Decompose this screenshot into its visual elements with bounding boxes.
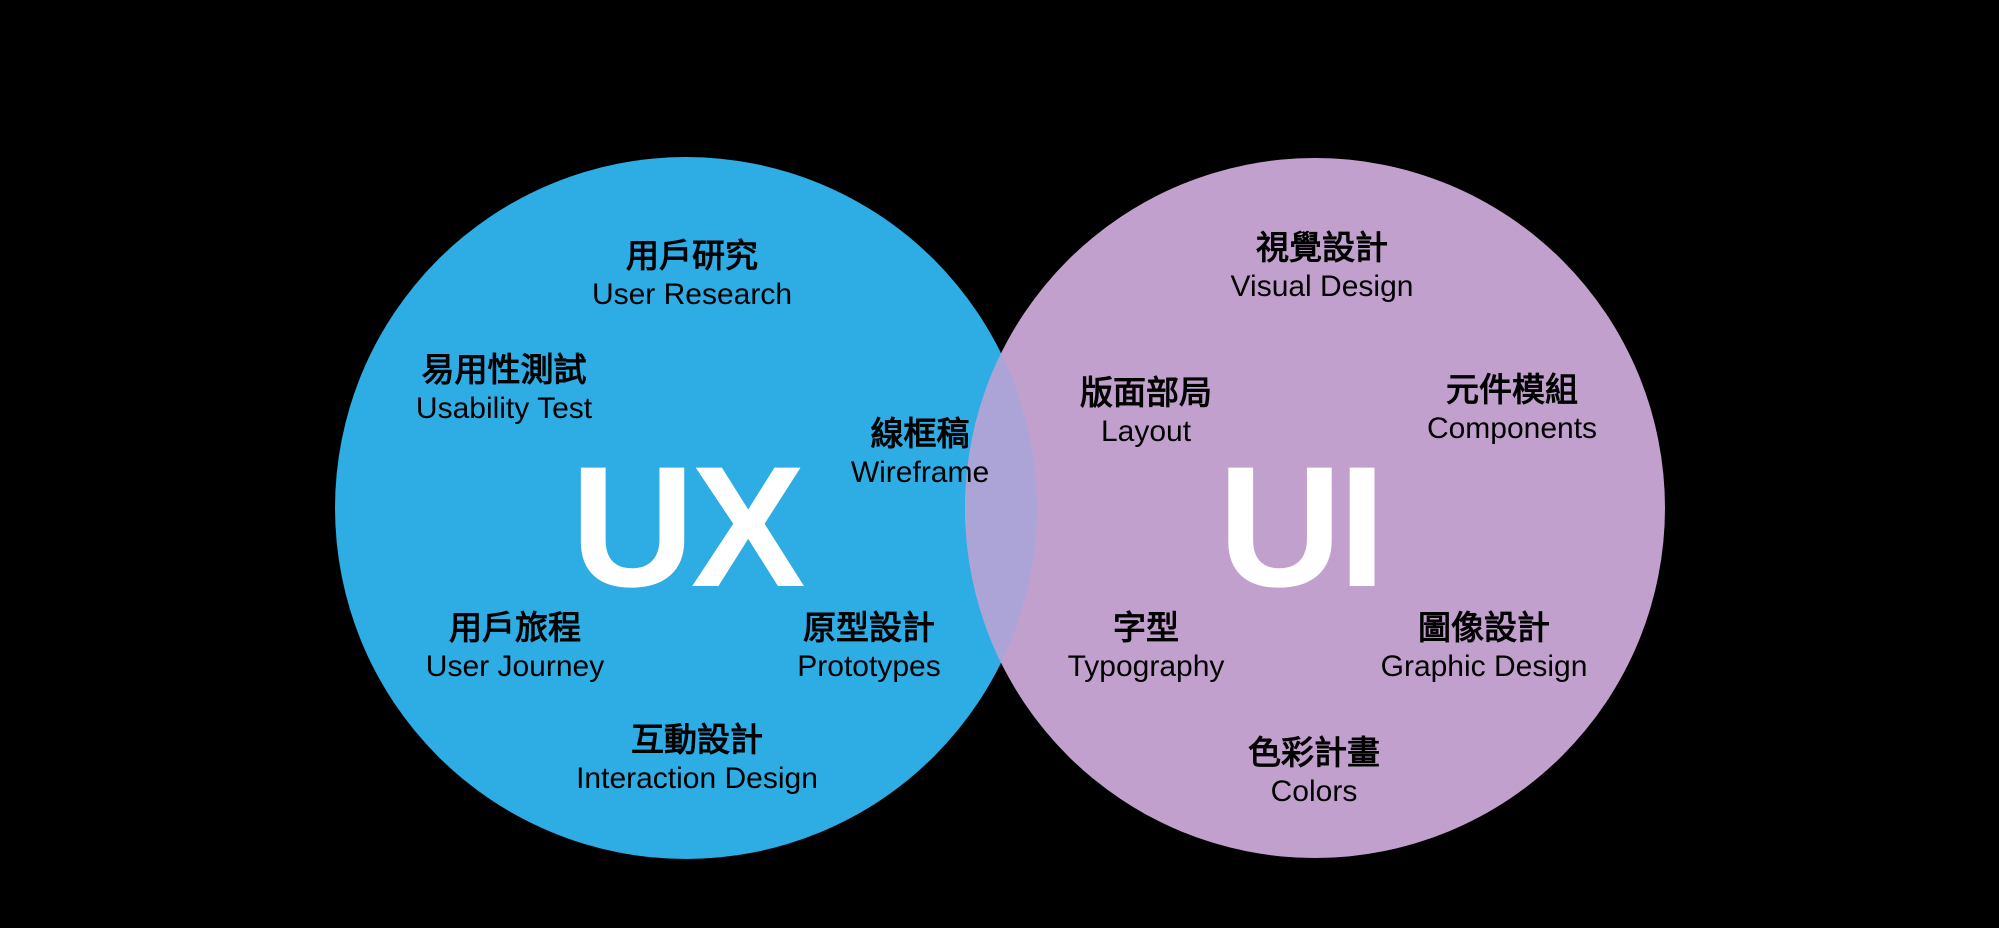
- label-typography-en: Typography: [1067, 650, 1225, 683]
- label-wireframe-zh: 線框稿: [870, 415, 970, 452]
- ux-circle: [335, 157, 1037, 859]
- label-components-en: Components: [1426, 412, 1598, 445]
- label-prototypes-zh: 原型設計: [802, 609, 935, 646]
- label-usability-test-en: Usability Test: [415, 392, 593, 425]
- ui-circle: [965, 158, 1665, 858]
- label-wireframe-en: Wireframe: [850, 456, 990, 489]
- label-user-journey-en: User Journey: [425, 650, 605, 683]
- ui-title: UI: [1218, 431, 1386, 623]
- label-visual-design: 視覺設計 Visual Design: [1231, 228, 1414, 306]
- label-layout: 版面部局 Layout: [1080, 373, 1212, 451]
- label-interaction-design-zh: 互動設計: [631, 721, 763, 758]
- label-colors-zh: 色彩計畫: [1248, 734, 1380, 771]
- label-typography: 字型 Typography: [1068, 608, 1225, 686]
- label-usability-test-zh: 易用性測試: [421, 351, 587, 388]
- label-visual-design-en: Visual Design: [1230, 270, 1414, 303]
- label-user-journey: 用戶旅程 User Journey: [426, 608, 604, 686]
- label-typography-zh: 字型: [1113, 609, 1179, 646]
- label-components-zh: 元件模組: [1445, 371, 1578, 408]
- label-usability-test: 易用性測試 Usability Test: [416, 350, 592, 428]
- label-colors: 色彩計畫 Colors: [1248, 733, 1380, 811]
- label-user-research-en: User Research: [591, 278, 793, 311]
- label-components: 元件模組 Components: [1427, 370, 1597, 448]
- label-layout-en: Layout: [1100, 415, 1192, 448]
- ux-title: UX: [570, 431, 806, 623]
- label-interaction-design: 互動設計 Interaction Design: [576, 720, 818, 798]
- label-prototypes: 原型設計 Prototypes: [797, 608, 940, 686]
- label-prototypes-en: Prototypes: [797, 650, 941, 683]
- label-graphic-design-en: Graphic Design: [1380, 650, 1588, 683]
- label-user-research-zh: 用戶研究: [625, 237, 758, 274]
- label-colors-en: Colors: [1270, 775, 1358, 808]
- label-layout-zh: 版面部局: [1080, 374, 1212, 411]
- label-graphic-design-zh: 圖像設計: [1417, 609, 1550, 646]
- label-interaction-design-en: Interaction Design: [576, 762, 818, 795]
- label-user-journey-zh: 用戶旅程: [449, 609, 581, 646]
- label-graphic-design: 圖像設計 Graphic Design: [1381, 608, 1588, 686]
- label-user-research: 用戶研究 User Research: [592, 236, 792, 314]
- label-wireframe: 線框稿 Wireframe: [851, 414, 989, 492]
- label-visual-design-zh: 視覺設計: [1255, 229, 1388, 266]
